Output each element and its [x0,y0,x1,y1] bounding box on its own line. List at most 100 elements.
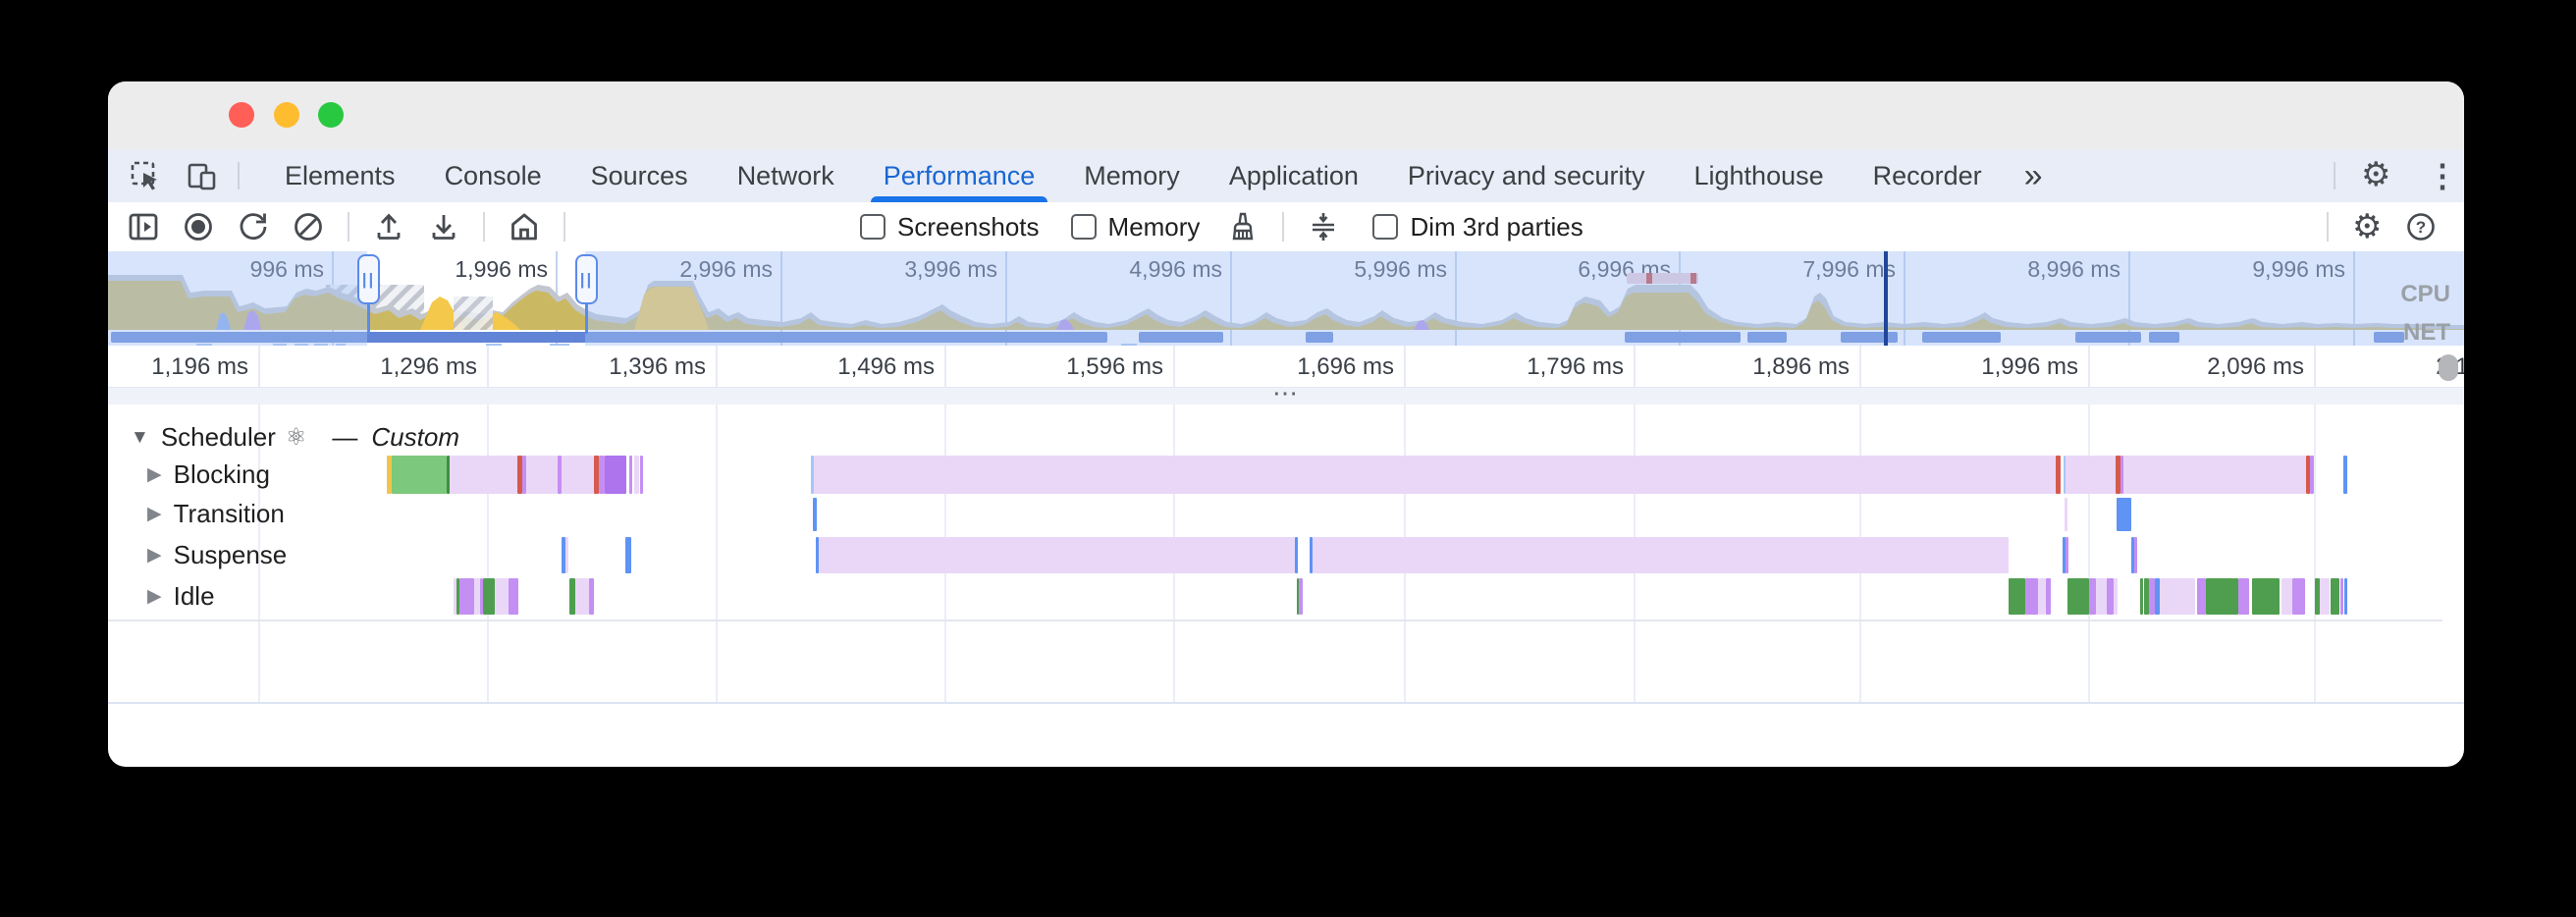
blocking-event-segment[interactable] [2120,456,2123,494]
tab-privacy-and-security[interactable]: Privacy and security [1407,160,1645,190]
capture-settings-gear-icon[interactable]: ⚙ [2352,208,2383,245]
idle-event-segment[interactable] [2238,578,2249,615]
blocking-event-segment[interactable] [2056,456,2061,494]
suspense-event-segment[interactable] [2131,537,2134,573]
tab-memory[interactable]: Memory [1084,160,1180,190]
zoom-window-button[interactable] [318,102,344,128]
toggle-sidebar-icon[interactable] [128,211,159,243]
tab-recorder[interactable]: Recorder [1872,160,1982,190]
blocking-event-segment[interactable] [640,456,643,494]
suspense-event-segment[interactable] [625,537,631,573]
devtools-menu-kebab-icon[interactable]: ⋮ [2427,158,2458,193]
minimize-window-button[interactable] [274,102,299,128]
suspense-event-segment[interactable] [2134,537,2137,573]
blocking-event-segment[interactable] [522,456,526,494]
blocking-event-segment[interactable] [2123,456,2306,494]
idle-event-segment[interactable] [2340,578,2343,615]
idle-event-segment[interactable] [1299,578,1303,615]
selection-left-edge[interactable] [367,300,370,334]
idle-event-segment[interactable] [2197,578,2206,615]
idle-event-segment[interactable] [2144,578,2149,615]
idle-event-segment[interactable] [2140,578,2143,615]
suspense-event-segment[interactable] [816,537,819,573]
idle-event-segment[interactable] [2107,578,2114,615]
blocking-event-segment[interactable] [562,456,594,494]
blocking-event-segment[interactable] [811,456,814,494]
transition-event-segment[interactable] [813,498,817,531]
tab-lighthouse[interactable]: Lighthouse [1693,160,1824,190]
idle-event-segment[interactable] [589,578,594,615]
idle-event-segment[interactable] [2160,578,2195,615]
idle-event-segment[interactable] [495,578,509,615]
idle-event-segment[interactable] [2331,578,2339,615]
idle-event-segment[interactable] [2149,578,2155,615]
garbage-collect-icon[interactable] [1227,211,1259,243]
dim-3rd-parties-checkbox[interactable] [1372,214,1399,240]
track-header-scheduler[interactable]: ▼ Scheduler ⚛ — Custom [131,422,459,453]
selection-left-handle[interactable]: || [357,254,380,304]
scheduler-track-area[interactable]: ▼ Scheduler ⚛ — Custom ▶Blocking▶Transit… [108,405,2464,703]
tab-elements[interactable]: Elements [285,160,396,190]
blocking-event-segment[interactable] [447,456,450,494]
idle-event-segment[interactable] [569,578,575,615]
idle-event-segment[interactable] [509,578,518,615]
idle-event-segment[interactable] [575,578,589,615]
idle-event-segment[interactable] [2046,578,2051,615]
screenshots-checkbox[interactable] [860,214,886,240]
idle-event-segment[interactable] [2344,578,2347,615]
tab-sources[interactable]: Sources [590,160,688,190]
suspense-event-segment[interactable] [2063,537,2066,573]
collapse-track-icon[interactable]: ▼ [131,426,149,448]
device-toolbar-icon[interactable] [187,160,218,191]
idle-event-segment[interactable] [2315,578,2320,615]
suspense-event-segment[interactable] [819,537,1295,573]
blocking-event-segment[interactable] [2064,456,2066,494]
vertical-scrollbar-thumb[interactable] [2439,354,2458,381]
blocking-event-segment[interactable] [814,456,2056,494]
blocking-event-segment[interactable] [517,456,522,494]
blocking-event-segment[interactable] [387,456,392,494]
expand-lane-icon[interactable]: ▶ [147,464,162,485]
idle-event-segment[interactable] [2155,578,2160,615]
idle-event-segment[interactable] [480,578,483,615]
suspense-event-segment[interactable] [565,537,568,573]
blocking-event-segment[interactable] [594,456,599,494]
suspense-event-segment[interactable] [2066,537,2068,573]
expand-lane-icon[interactable]: ▶ [147,504,162,524]
upload-profile-icon[interactable] [373,211,404,243]
suspense-event-segment[interactable] [1310,537,1313,573]
lane-label-blocking[interactable]: ▶Blocking [147,459,270,490]
panel-resize-handle[interactable]: ⋯ [108,380,2464,406]
blocking-event-segment[interactable] [526,456,558,494]
blocking-event-segment[interactable] [2066,456,2116,494]
idle-event-segment[interactable] [2320,578,2330,615]
idle-event-segment[interactable] [2025,578,2038,615]
suspense-event-segment[interactable] [562,537,565,573]
idle-event-segment[interactable] [2281,578,2292,615]
idle-event-segment[interactable] [2292,578,2305,615]
blocking-event-segment[interactable] [450,456,517,494]
clear-recording-icon[interactable] [293,211,324,243]
blocking-event-segment[interactable] [605,456,626,494]
transition-event-segment[interactable] [2065,498,2067,531]
idle-event-segment[interactable] [474,578,480,615]
expand-lane-icon[interactable]: ▶ [147,586,162,607]
idle-event-segment[interactable] [459,578,474,615]
idle-event-segment[interactable] [1297,578,1299,615]
lane-label-idle[interactable]: ▶Idle [147,581,215,612]
blocking-event-segment[interactable] [2116,456,2120,494]
idle-event-segment[interactable] [2089,578,2096,615]
record-and-reload-icon[interactable] [238,211,269,243]
close-window-button[interactable] [229,102,254,128]
idle-event-segment[interactable] [2252,578,2280,615]
blocking-event-segment[interactable] [2306,456,2310,494]
idle-event-segment[interactable] [456,578,459,615]
tab-performance[interactable]: Performance [859,149,1060,202]
blocking-event-segment[interactable] [599,456,605,494]
collapse-tracks-icon[interactable] [1308,211,1339,243]
tab-application[interactable]: Application [1228,160,1359,190]
idle-event-segment[interactable] [2096,578,2107,615]
idle-event-segment[interactable] [2009,578,2025,615]
suspense-event-segment[interactable] [1313,537,2009,573]
